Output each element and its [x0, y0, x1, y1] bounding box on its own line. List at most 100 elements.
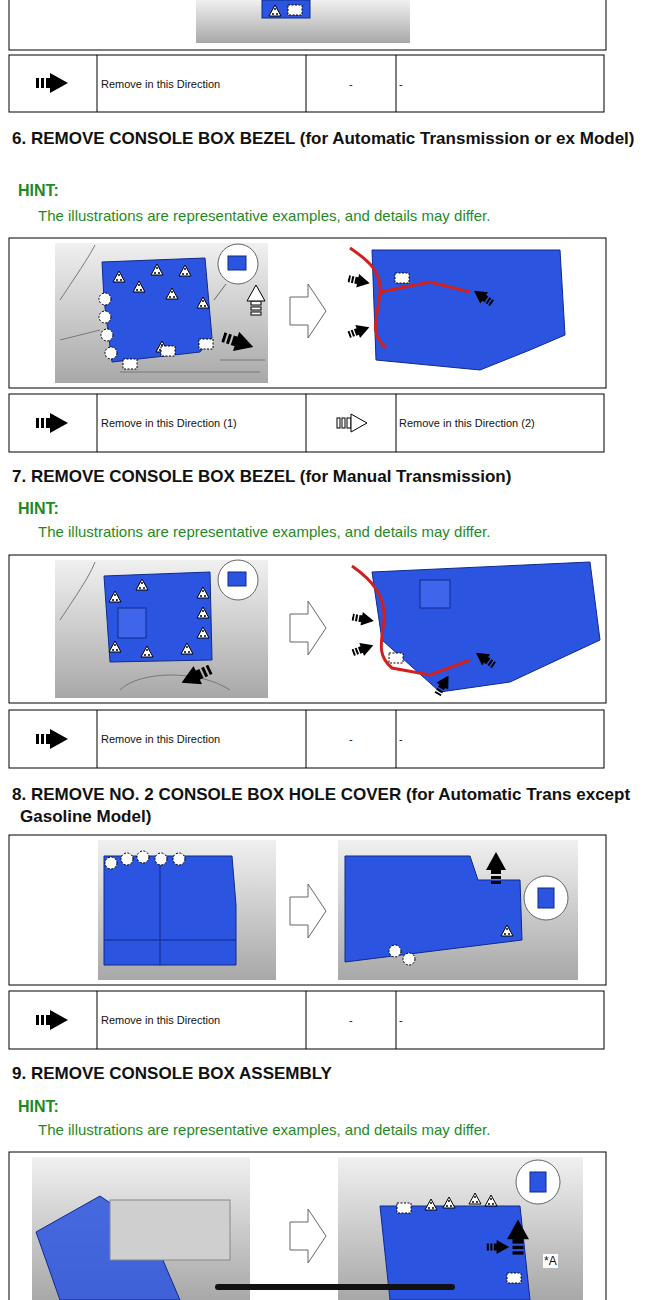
remove-arrow-2: [247, 285, 265, 315]
magnifier: [218, 244, 258, 284]
table-cell: -: [399, 732, 403, 746]
disconnect-arrow: [470, 285, 496, 309]
clip-symbol: [166, 288, 178, 299]
magnifier: [218, 560, 258, 600]
pin-symbol: [99, 311, 111, 323]
claw-symbol: [161, 346, 175, 356]
disconnect-arrow: [347, 272, 371, 290]
step-arrow: [290, 884, 326, 938]
clip-symbol: [179, 265, 191, 276]
blue-part: [262, 0, 310, 18]
pin-symbol: [137, 851, 149, 863]
clip-symbol: [425, 1199, 437, 1210]
pin-symbol: [101, 329, 113, 341]
remove-arrow-icon: [36, 73, 68, 93]
dashboard-image: [55, 243, 268, 383]
clip-detail: [228, 572, 246, 586]
claw-symbol: [397, 1203, 411, 1213]
hint-text: The illustrations are representative exa…: [38, 206, 490, 226]
remove-arrow-icon: [36, 729, 68, 749]
remove-arrow-icon: [337, 414, 367, 432]
blue-part: [104, 572, 212, 662]
step-heading: 8. REMOVE NO. 2 CONSOLE BOX HOLE COVER (…: [12, 784, 668, 828]
table-grid: [97, 991, 396, 1049]
clip-symbol: [181, 643, 193, 654]
table-grid: [97, 394, 396, 452]
blue-part: [102, 258, 212, 362]
home-indicator: [215, 1284, 455, 1290]
disconnect-arrow: [472, 647, 498, 671]
clip-symbol: [109, 591, 121, 602]
clip-symbol: [469, 1193, 481, 1204]
claw-symbol: [389, 653, 403, 663]
remove-arrow: [487, 1240, 509, 1254]
clip-symbol: [113, 271, 125, 282]
pin-symbol: [105, 857, 117, 869]
switch-panel: [118, 608, 146, 638]
blue-part: [372, 562, 600, 692]
clip-symbol: [151, 264, 163, 275]
pin-symbol: [121, 853, 133, 865]
step-heading: 9. REMOVE CONSOLE BOX ASSEMBLY: [12, 1063, 668, 1085]
blue-part: [104, 856, 236, 965]
table-cell: Remove in this Direction: [101, 77, 220, 91]
step-arrow: [290, 284, 326, 338]
clip-symbol: [197, 607, 209, 618]
pin-symbol: [389, 945, 401, 957]
disconnect-arrow: [351, 610, 375, 627]
dashboard-image: [98, 840, 276, 980]
disconnect-arrow: [432, 672, 455, 698]
claw-symbol: [507, 1273, 521, 1283]
step-heading: 6. REMOVE CONSOLE BOX BEZEL (for Automat…: [12, 128, 668, 150]
table-cell: -: [399, 77, 403, 91]
part-edges: [104, 856, 236, 965]
pin-symbol: [173, 853, 185, 865]
hint-label: HINT:: [18, 499, 59, 519]
clip-symbol: [109, 641, 121, 652]
clip-symbol: [197, 587, 209, 598]
remove-arrow-1: [220, 328, 257, 357]
remove-arrow-icon: [36, 1010, 68, 1030]
disconnect-arrow: [346, 321, 371, 341]
figure-frame: [9, 238, 606, 388]
hint-label: HINT:: [18, 181, 59, 201]
claw-symbol: [395, 273, 409, 283]
clip-symbol: [485, 1195, 497, 1206]
magnifier: [516, 1160, 560, 1204]
clip-symbol: [269, 5, 281, 16]
step-heading: 7. REMOVE CONSOLE BOX BEZEL (for Manual …: [12, 466, 668, 488]
dashboard-image: [338, 840, 578, 980]
table-cell: Remove in this Direction (1): [101, 416, 237, 430]
legend-table: [9, 991, 604, 1049]
clip-detail: [530, 1172, 546, 1192]
table-cell: -: [349, 732, 353, 746]
magnifier: [524, 876, 568, 920]
claw-symbol: [288, 5, 302, 15]
remove-arrow: [507, 1219, 529, 1254]
hint-label: HINT:: [18, 1097, 59, 1117]
remove-arrow-icon: [36, 413, 68, 433]
wire-harness: [350, 248, 470, 348]
clip-symbol: [133, 281, 145, 292]
dashboard-image: [338, 1157, 583, 1300]
dashboard-lines: [60, 245, 265, 372]
table-cell: -: [399, 1013, 403, 1027]
figure-frame: [9, 555, 606, 703]
clip-detail: [538, 888, 554, 908]
pin-symbol: [155, 853, 167, 865]
table-cell: Remove in this Direction: [101, 732, 220, 746]
clip-symbol: [501, 925, 513, 936]
figure-frame: [9, 1152, 606, 1300]
clip-symbol: [443, 1197, 455, 1208]
figure-frame: [9, 835, 606, 985]
claw-symbol: [123, 359, 137, 369]
table-grid: [97, 55, 396, 112]
table-cell: -: [349, 1013, 353, 1027]
callout-label: *A: [543, 1254, 558, 1268]
step-arrow: [290, 1209, 326, 1263]
legend-table: [9, 710, 604, 768]
table-cell: Remove in this Direction: [101, 1013, 220, 1027]
hint-text: The illustrations are representative exa…: [38, 1120, 490, 1140]
clip-symbol: [197, 297, 209, 308]
